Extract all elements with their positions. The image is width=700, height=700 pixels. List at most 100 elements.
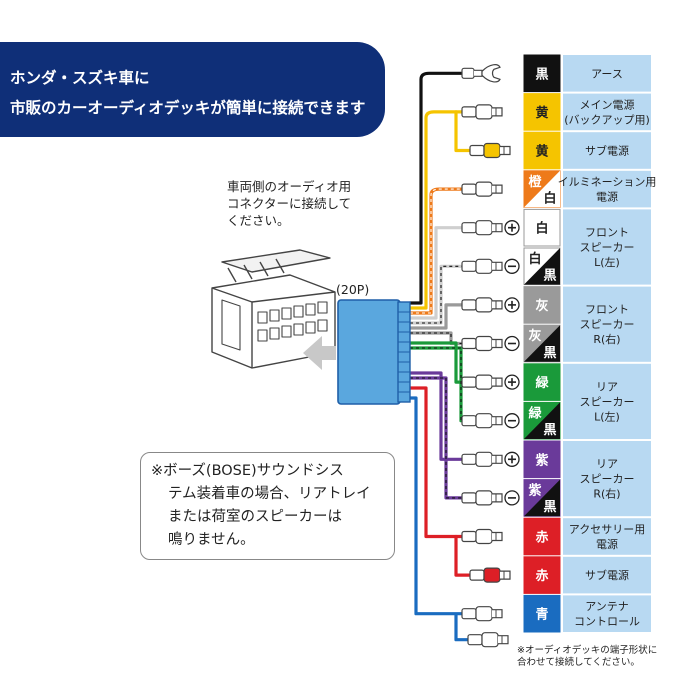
wire-white [408, 226, 464, 320]
wire-purple-black [408, 376, 464, 500]
function-label-line: アクセサリー用 [569, 523, 645, 536]
terminal-purple [461, 451, 503, 467]
terminal-yellow-sub [469, 142, 511, 159]
swatch-color-text: 白 [535, 221, 548, 237]
bose-note-line-4: 鳴りません。 [168, 532, 255, 548]
function-label-line: スピーカー [580, 395, 635, 408]
color-swatch-green-black: 緑黒 [523, 401, 561, 440]
color-swatch-red-sub: 赤 [523, 556, 561, 594]
swatch-stripe-color-text: 黒 [543, 345, 556, 361]
function-label-line: サブ電源 [585, 568, 629, 582]
swatch-color-text: 黄 [535, 144, 548, 160]
function-label-line: アース [591, 67, 623, 80]
function-label-line: サブ電源 [585, 144, 629, 158]
function-label-yellow-main: メイン電源(バックアップ用) [563, 93, 651, 131]
terminal-layer [461, 64, 520, 648]
wire-red-sub [454, 534, 474, 577]
function-label-line: L(左) [594, 410, 620, 423]
function-label-line: フロント [585, 303, 629, 316]
terminal-green [461, 374, 503, 390]
wire-green [408, 341, 464, 384]
pin-count-label: (20P) [336, 282, 370, 297]
function-label-red-sub: サブ電源 [563, 556, 651, 594]
swatch-color-text: 青 [535, 607, 548, 623]
swatch-stripe-color-text: 黒 [543, 422, 556, 438]
minus-icon [504, 413, 520, 429]
swatch-stripe-color-text: 黒 [543, 499, 556, 515]
function-label-line: メイン電源 [580, 97, 635, 111]
function-label-black: アース [563, 55, 651, 92]
wire-red-acc [408, 386, 464, 539]
wire-blue [408, 396, 464, 616]
function-label-line: イルミネーション用 [558, 176, 657, 189]
swatch-color-text: 赤 [535, 530, 548, 546]
header-line-1: ホンダ・スズキ車に [10, 69, 150, 87]
bose-note-line-1: ※ボーズ(BOSE)サウンドシス [151, 463, 344, 479]
header-banner: ホンダ・スズキ車に 市販のカーオーディオデッキが簡単に接続できます [0, 42, 385, 137]
swatch-main-color-text: 紫 [528, 483, 541, 499]
color-swatch-purple-black: 紫黒 [523, 479, 561, 517]
swatch-color-text: 緑 [535, 375, 549, 391]
color-swatch-yellow-sub: 黄 [523, 131, 561, 170]
color-swatch-white-black: 白黒 [523, 247, 561, 286]
wire-green-black [408, 346, 464, 423]
connection-arrow-icon [303, 336, 336, 370]
harness-connector [337, 299, 411, 405]
terminal-green-black [461, 413, 503, 429]
terminal-shape-note: ※オーディオデッキの端子形状に 合わせて接続してください。 [517, 645, 657, 669]
swatch-color-text: 赤 [535, 568, 548, 584]
function-label-line: スピーカー [580, 318, 635, 331]
function-label-column: アースメイン電源(バックアップ用)サブ電源イルミネーション用電源フロントスピーカ… [558, 55, 657, 632]
plus-icon [504, 451, 520, 467]
bottom-note-line-2: 合わせて接続してください。 [517, 657, 640, 668]
function-label-line: リア [596, 458, 618, 471]
function-label-line: スピーカー [580, 473, 635, 486]
wire-gray [408, 303, 464, 330]
function-label-line: アンテナ [585, 600, 629, 613]
swatch-stripe-color-text: 黒 [543, 268, 556, 284]
function-label-line: 電源 [596, 190, 618, 204]
swatch-color-text: 灰 [535, 298, 548, 314]
function-label-line: 電源 [596, 537, 618, 551]
swatch-color-text: 黄 [535, 105, 548, 121]
header-line-2: 市販のカーオーディオデッキが簡単に接続できます [10, 99, 366, 117]
terminal-orange-white [461, 181, 503, 197]
wire-yellow-main [408, 110, 464, 310]
wire-purple [408, 371, 464, 461]
wire-yellow-sub [454, 110, 474, 153]
car-note-line-1: 車両側のオーディオ用 [227, 179, 352, 194]
color-swatch-blue: 青 [523, 594, 561, 633]
swatch-color-text: 紫 [535, 452, 548, 468]
terminal-red-sub [469, 567, 511, 583]
car-connector-illustration [211, 249, 336, 369]
color-swatch-white: 白 [523, 208, 561, 247]
function-label-line: フロント [585, 226, 629, 239]
terminal-red-acc [461, 528, 503, 545]
color-swatch-red-acc: 赤 [523, 517, 561, 556]
function-label-line: スピーカー [580, 241, 635, 254]
car-connector-note: 車両側のオーディオ用 コネクターに接続して ください。 [227, 178, 351, 229]
function-label-line: コントロール [574, 615, 640, 628]
color-swatch-green: 緑 [523, 363, 561, 401]
wire-layer [408, 71, 474, 642]
terminal-white [461, 220, 503, 236]
bottom-note-line-1: ※オーディオデッキの端子形状に [517, 645, 658, 656]
plus-icon [504, 220, 520, 236]
car-note-line-3: ください。 [227, 213, 290, 228]
bose-note-box: ※ボーズ(BOSE)サウンドシス テム装着車の場合、リアトレイ または荷室のスピ… [140, 452, 395, 560]
swatch-main-color-text: 橙 [528, 174, 542, 190]
terminal-yellow-main [461, 104, 503, 120]
color-swatch-yellow-main: 黄 [523, 93, 561, 131]
minus-icon [504, 258, 520, 274]
terminal-gray-black [461, 335, 503, 352]
minus-icon [504, 490, 520, 506]
minus-icon [504, 335, 520, 352]
terminal-blue-branch [467, 632, 509, 648]
color-swatch-purple: 紫 [523, 440, 561, 479]
